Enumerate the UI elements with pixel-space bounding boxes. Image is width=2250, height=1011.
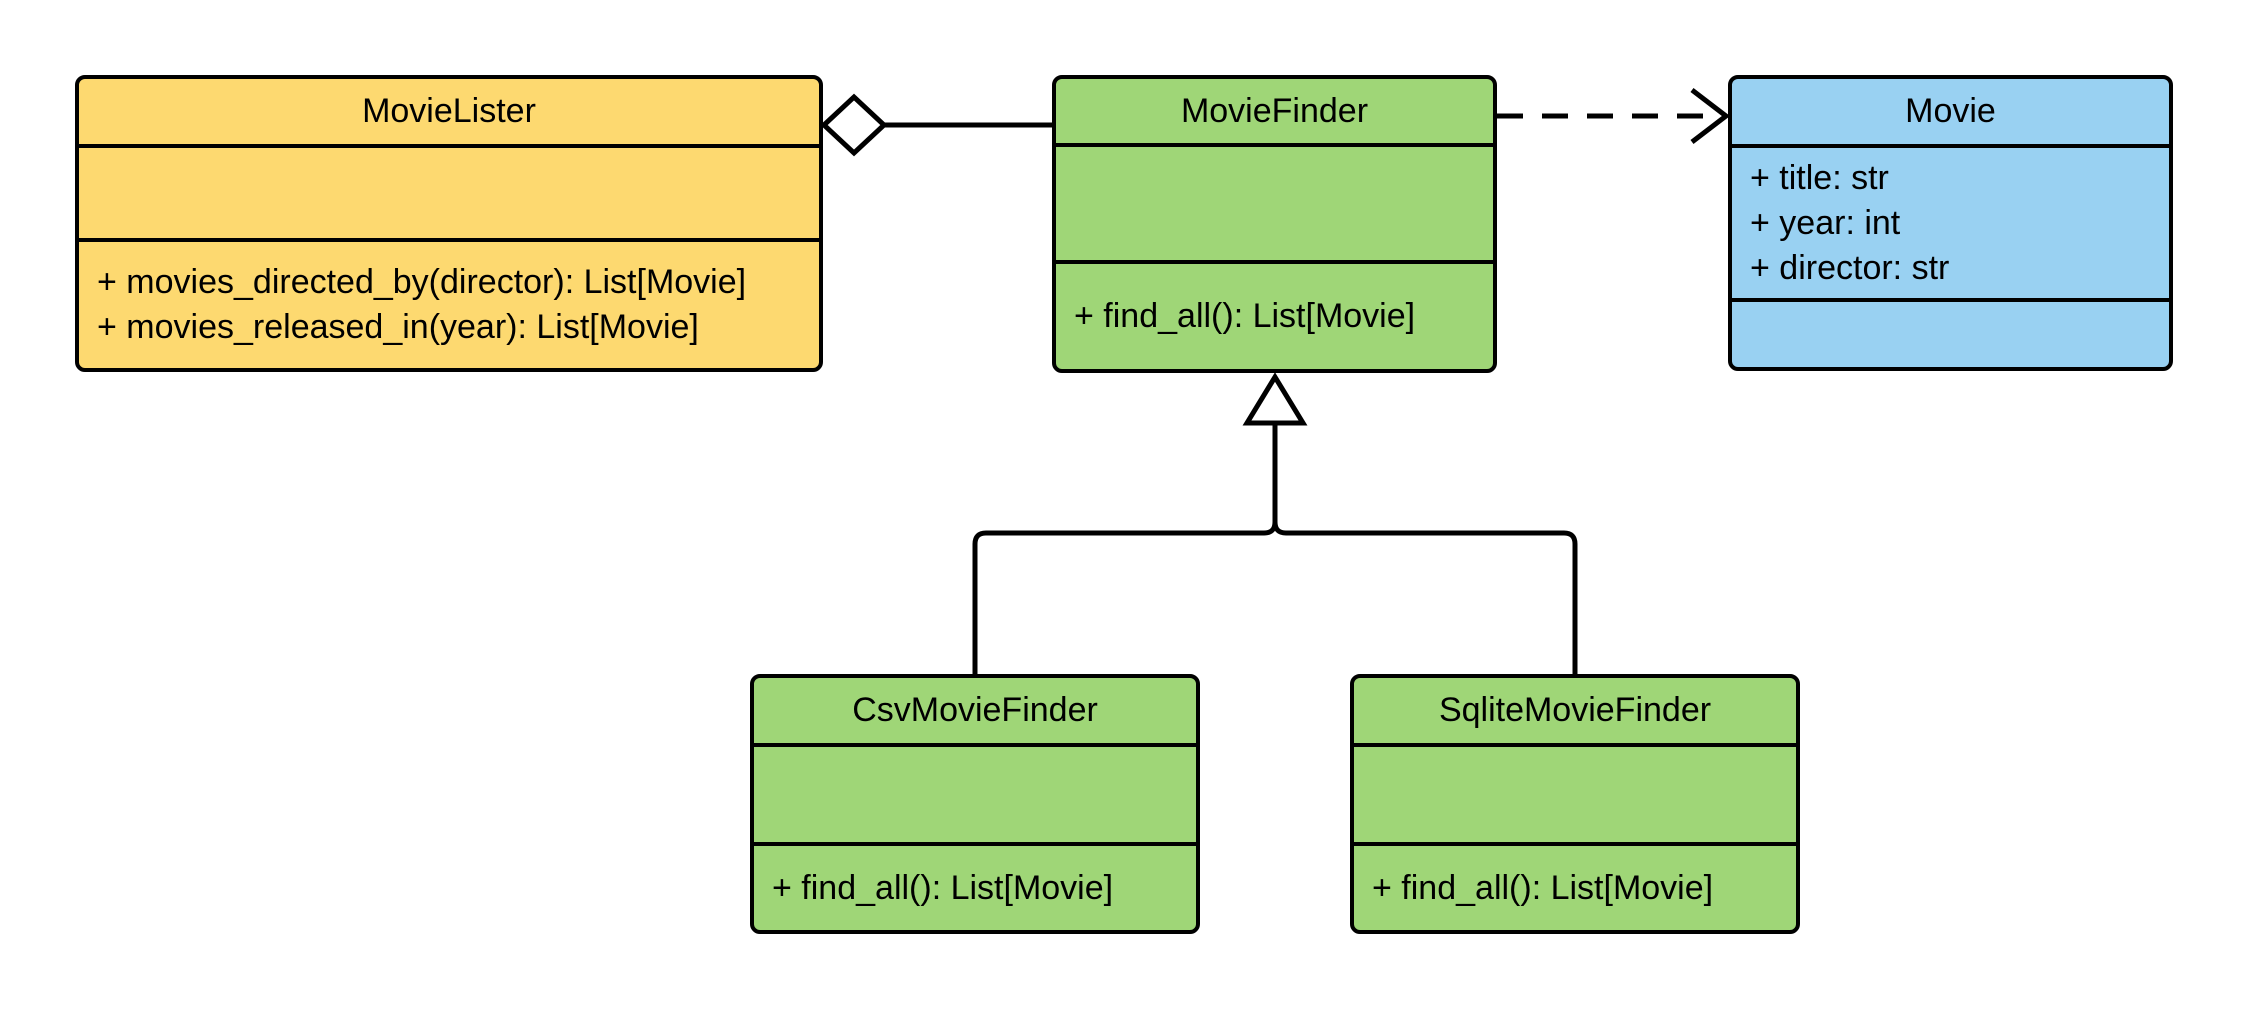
dependency-arrowhead-icon <box>1690 88 1731 144</box>
generalization-edge-sqlite[interactable] <box>1272 423 1578 690</box>
class-moviefinder[interactable]: MovieFinder + find_all(): List[Movie] <box>1052 75 1497 373</box>
class-csvmoviefinder[interactable]: CsvMovieFinder + find_all(): List[Movie] <box>750 674 1200 934</box>
attribute-item: + year: int <box>1750 203 1901 242</box>
methods-compartment <box>1732 298 2169 367</box>
method-item: + movies_released_in(year): List[Movie] <box>97 308 699 346</box>
method-item: + find_all(): List[Movie] <box>1372 868 1714 907</box>
class-title: MovieLister <box>362 92 536 130</box>
attributes-compartment <box>1056 143 1493 260</box>
class-sqlitemoviefinder[interactable]: SqliteMovieFinder + find_all(): List[Mov… <box>1350 674 1800 934</box>
methods-compartment: + find_all(): List[Movie] <box>1354 842 1796 930</box>
method-item: + find_all(): List[Movie] <box>772 868 1114 907</box>
attributes-compartment <box>79 144 819 238</box>
attributes-compartment <box>754 743 1196 842</box>
dependency-edge[interactable] <box>1497 88 1731 144</box>
class-movie[interactable]: Movie + title: str + year: int + directo… <box>1728 75 2173 371</box>
class-title: CsvMovieFinder <box>852 691 1098 729</box>
attribute-item: + director: str <box>1750 248 1950 287</box>
inheritance-triangle-icon <box>1242 372 1308 426</box>
method-item: + movies_directed_by(director): List[Mov… <box>97 263 747 301</box>
aggregation-edge[interactable] <box>820 93 1058 157</box>
class-title: MovieFinder <box>1180 91 1369 130</box>
methods-compartment: + movies_directed_by(director): List[Mov… <box>79 238 819 368</box>
class-title: SqliteMovieFinder <box>1438 691 1712 729</box>
aggregation-diamond-icon <box>820 93 888 157</box>
method-item: + find_all(): List[Movie] <box>1074 297 1416 335</box>
methods-compartment: + find_all(): List[Movie] <box>754 842 1196 930</box>
methods-compartment: + find_all(): List[Movie] <box>1056 260 1493 369</box>
attributes-compartment <box>1354 743 1796 842</box>
generalization-edge-csv[interactable] <box>972 423 1278 690</box>
attribute-item: + title: str <box>1750 158 1889 197</box>
class-movielister[interactable]: MovieLister + movies_directed_by(directo… <box>75 75 823 372</box>
attributes-compartment: + title: str + year: int + director: str <box>1732 144 2169 298</box>
class-title: Movie <box>1905 92 1996 130</box>
